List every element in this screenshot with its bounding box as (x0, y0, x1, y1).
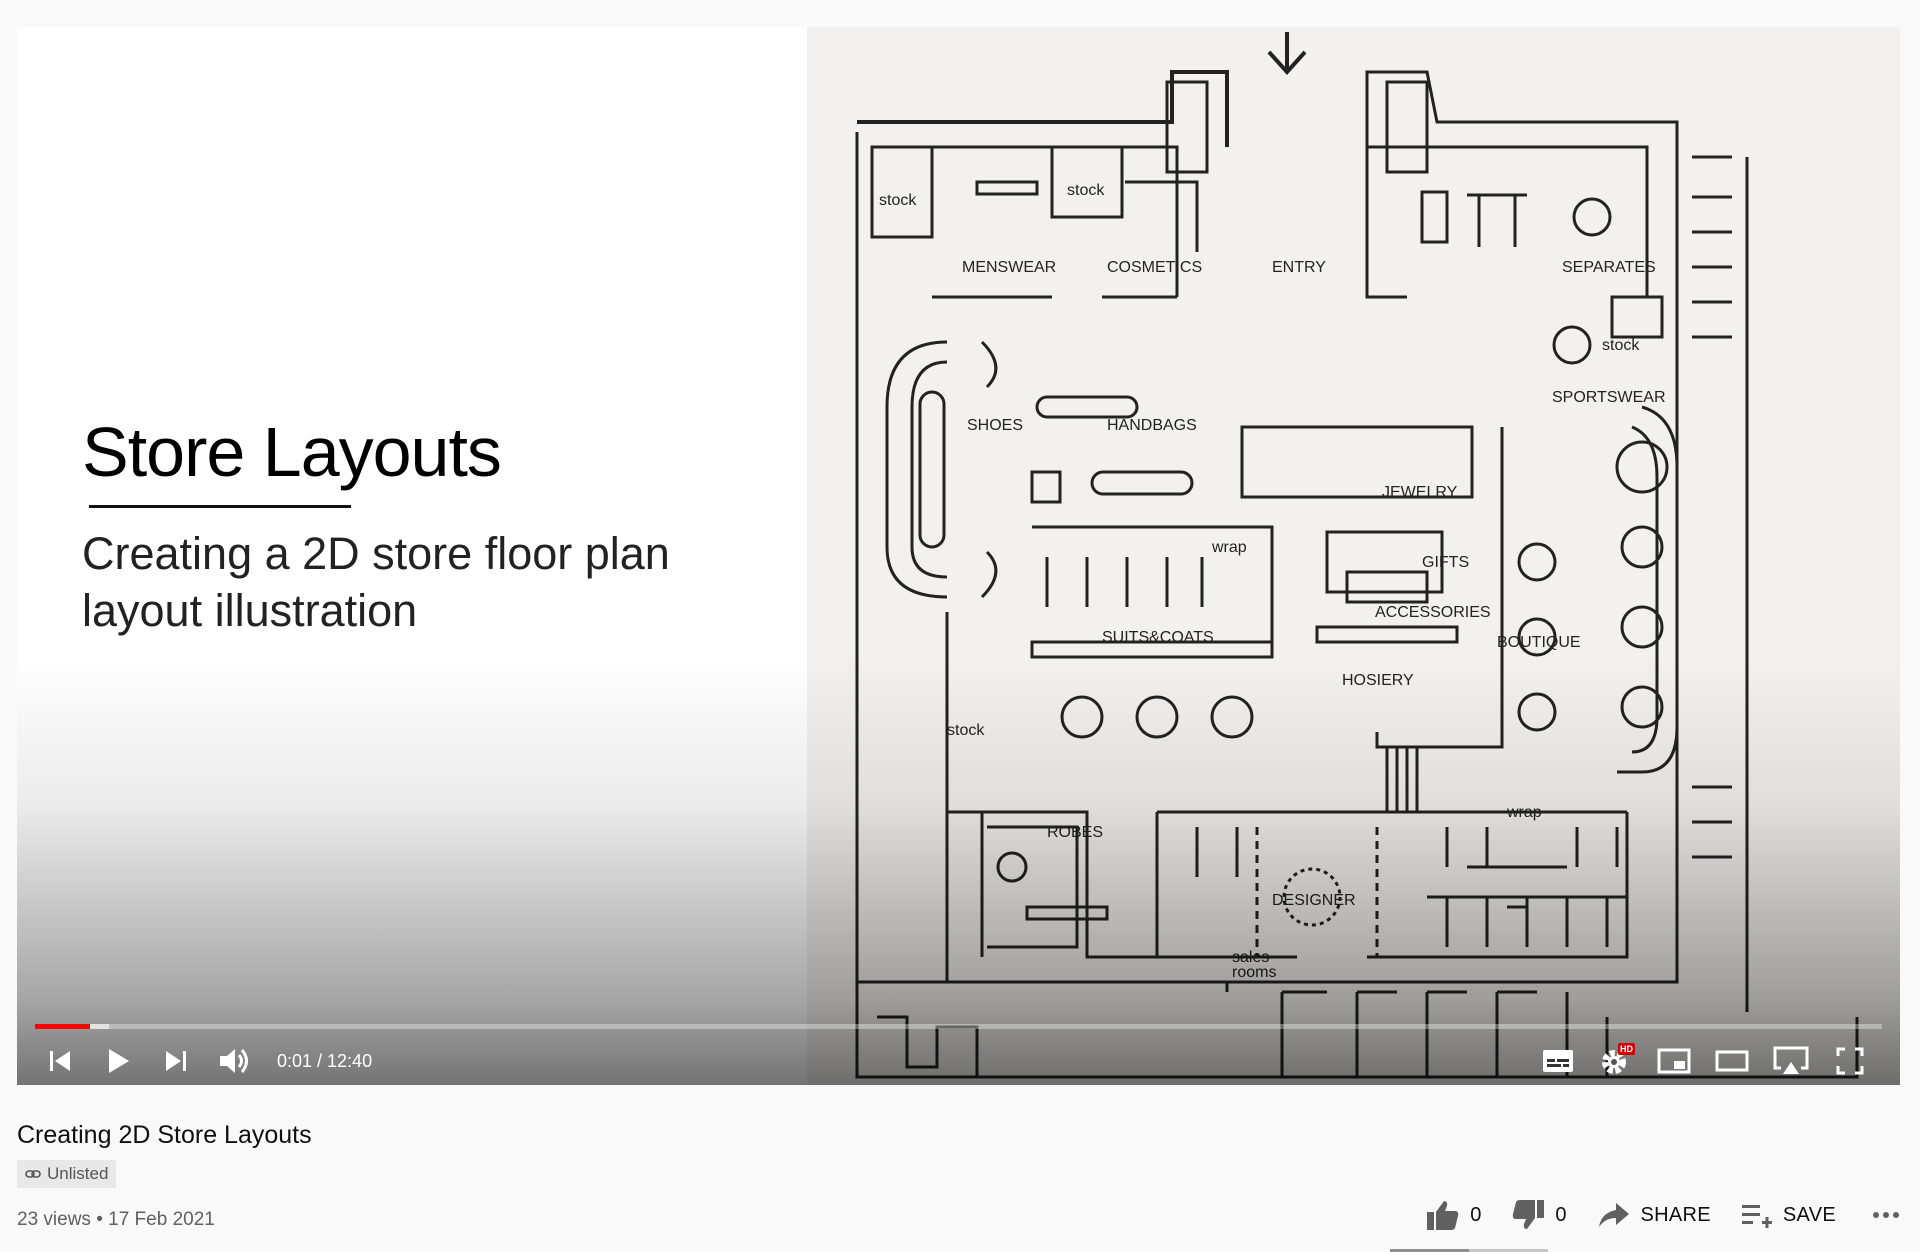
previous-button[interactable] (35, 1037, 85, 1085)
more-icon (1873, 1212, 1899, 1218)
dislike-count: 0 (1555, 1203, 1567, 1226)
sentiment-fill (1390, 1249, 1469, 1252)
theater-icon (1715, 1050, 1749, 1072)
slide-divider (89, 505, 351, 508)
thumbs-up-icon (1427, 1201, 1459, 1230)
next-icon (166, 1051, 186, 1071)
video-player[interactable]: Store Layouts Creating a 2D store floor … (17, 27, 1900, 1085)
plan-label-stock: stock (1602, 337, 1640, 354)
thumbs-down-icon (1513, 1200, 1545, 1229)
plan-label-shoes: SHOES (967, 417, 1023, 434)
save-button[interactable]: SAVE (1741, 1202, 1836, 1228)
unlisted-badge: Unlisted (17, 1160, 117, 1188)
plan-label-designer: DESIGNER (1272, 892, 1356, 909)
upload-date: 17 Feb 2021 (108, 1209, 215, 1230)
subtitles-icon (1543, 1050, 1573, 1072)
save-label: SAVE (1782, 1203, 1836, 1226)
share-button[interactable]: SHARE (1597, 1201, 1711, 1229)
cast-icon (1773, 1046, 1809, 1074)
play-icon (109, 1049, 129, 1073)
plan-label-jewelry: JEWELRY (1382, 484, 1458, 501)
fullscreen-icon (1836, 1047, 1864, 1075)
plan-label-stock: stock (879, 192, 917, 209)
next-button[interactable] (151, 1037, 201, 1085)
plan-label-stock: stock (947, 722, 985, 739)
dislike-button[interactable]: 0 (1511, 1199, 1567, 1231)
video-meta: 23 views • 17 Feb 2021 (17, 1209, 215, 1231)
action-bar: 0 0 SHARE SAVE (1396, 1193, 1900, 1237)
previous-icon (50, 1051, 70, 1071)
progress-bar[interactable] (35, 1024, 1882, 1029)
plan-label-stock: stock (1067, 182, 1105, 199)
like-button[interactable]: 0 (1426, 1199, 1481, 1231)
plan-label-hosiery: HOSIERY (1342, 672, 1414, 689)
play-button[interactable] (93, 1037, 143, 1085)
slide-subtitle: Creating a 2D store floor plan layout il… (82, 528, 670, 636)
visibility-label: Unlisted (47, 1164, 109, 1183)
plan-label-suits-coats: SUITS&COATS (1102, 629, 1214, 646)
plan-label-cosmetics: COSMETICS (1107, 259, 1202, 276)
video-info: Creating 2D Store Layouts Unlisted 23 vi… (17, 1085, 1900, 1252)
gear-icon (1602, 1050, 1626, 1074)
playlist-add-icon (1741, 1205, 1772, 1228)
player-controls: 0:01 / 12:40 HD (17, 1037, 1900, 1085)
cast-button[interactable] (1765, 1037, 1817, 1085)
plan-label-entry: ENTRY (1272, 259, 1326, 276)
subtitles-button[interactable] (1533, 1037, 1583, 1085)
progress-played (35, 1024, 91, 1029)
floor-plan-drawing: stock stock MENSWEAR COSMETICS ENTRY SEP… (855, 32, 1859, 1079)
video-title: Creating 2D Store Layouts (17, 1121, 312, 1149)
view-count: 23 views (17, 1209, 91, 1230)
volume-icon (220, 1049, 248, 1073)
meta-separator: • (96, 1209, 103, 1230)
plan-label-handbags: HANDBAGS (1107, 417, 1197, 434)
miniplayer-icon (1657, 1048, 1691, 1074)
hd-badge: HD (1618, 1043, 1635, 1055)
link-icon (25, 1170, 41, 1178)
floor-plan-image: stock stock MENSWEAR COSMETICS ENTRY SEP… (807, 27, 1900, 1085)
plan-label-wrap: wrap (1211, 539, 1247, 556)
more-actions-button[interactable] (1872, 1211, 1900, 1219)
plan-label-boutique: BOUTIQUE (1497, 634, 1581, 651)
plan-label-sportswear: SPORTSWEAR (1552, 389, 1666, 406)
plan-label-wrap: wrap (1506, 804, 1542, 821)
plan-label-gifts: GIFTS (1422, 554, 1469, 571)
share-label: SHARE (1640, 1203, 1711, 1226)
plan-label-sales-rooms: rooms (1232, 964, 1276, 981)
fullscreen-button[interactable] (1825, 1037, 1875, 1085)
share-icon (1598, 1203, 1629, 1227)
plan-label-menswear: MENSWEAR (962, 259, 1056, 276)
settings-button[interactable]: HD (1591, 1037, 1641, 1085)
volume-button[interactable] (207, 1037, 263, 1085)
slide-text-area: Store Layouts Creating a 2D store floor … (17, 27, 797, 1085)
sentiment-bar (1390, 1249, 1548, 1252)
plan-label-accessories: ACCESSORIES (1375, 604, 1491, 621)
plan-label-separates: SEPARATES (1562, 259, 1656, 276)
plan-label-robes: ROBES (1047, 824, 1103, 841)
slide-title: Store Layouts (82, 413, 502, 491)
like-count: 0 (1470, 1203, 1482, 1226)
theater-button[interactable] (1707, 1037, 1757, 1085)
time-display: 0:01 / 12:40 (277, 1050, 373, 1071)
miniplayer-button[interactable] (1649, 1037, 1699, 1085)
